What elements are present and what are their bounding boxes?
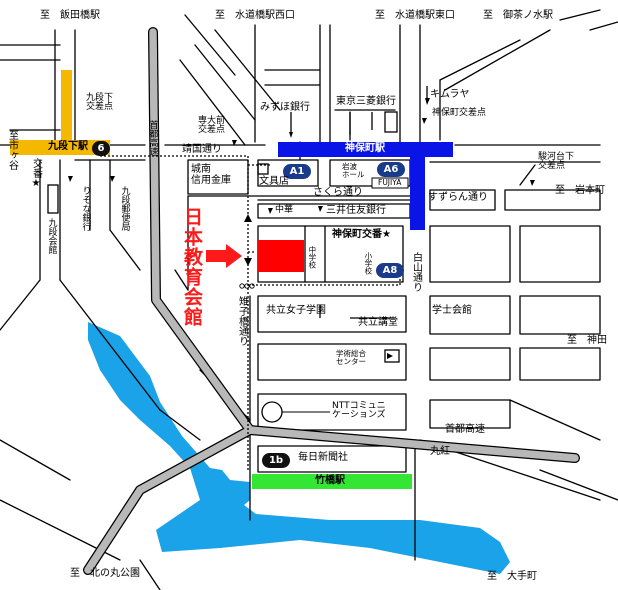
kudanshita-line-vertical [61, 70, 72, 152]
yasukuni-street-label: 靖国通り [182, 144, 222, 155]
gakushi-label: 学士会館 [432, 305, 472, 316]
sendaimae-intersection-label: 専大前 交差点 [198, 116, 226, 136]
mizuho-marker-icon [289, 132, 293, 138]
nii-marker-icon [387, 353, 393, 359]
kyoritsu-school-label: 共立女子学園 [266, 305, 326, 316]
mufg-label: 東京三菱銀行 [336, 96, 396, 107]
suzuran-street-label: すずらん通り [428, 192, 488, 203]
mizuho-label: みずほ銀行 [260, 102, 310, 113]
hakusan-street-label: 白山通り [410, 252, 422, 292]
mufg-building [384, 111, 398, 133]
destination-arrow-icon [206, 244, 242, 268]
surugadai-marker-icon [530, 180, 535, 186]
kimuraya-marker-icon [425, 98, 430, 105]
chuka-label: 中華 [275, 205, 294, 215]
marubeni-label: 丸紅 [430, 446, 450, 457]
direction-iwamotocho: 至 岩本町 [555, 185, 605, 196]
resona-marker-icon [68, 176, 73, 182]
shuto-horizontal-label: 首都高速 [445, 424, 485, 435]
kyoritsu-hall-label: 共立講堂 [358, 317, 398, 328]
post-label: 九段郵便局 [119, 186, 130, 231]
direction-ichigaya: 至市ヶ谷 [6, 130, 18, 170]
kudanshita-station-bar [10, 140, 110, 155]
koban-label: 神保町交番★ [332, 229, 391, 240]
kudan-kaikan-box [47, 184, 59, 214]
takebashi-station-bar [252, 474, 412, 489]
nii-label: 学術総合 センター [336, 349, 366, 366]
jimbocho-line-vertical [410, 142, 425, 230]
takebashi-station-label: 竹橋駅 [315, 475, 345, 486]
mainichi-label: 毎日新聞社 [298, 452, 348, 463]
direction-suidobashi-west: 至 水道橋駅西口 [215, 10, 295, 21]
johnan-label: 城南 信用金庫 [191, 164, 231, 186]
exit-1b-badge: 1b [262, 453, 290, 468]
kimuraya-label: キムラヤ [430, 89, 470, 100]
jimbocho-station-label: 神保町駅 [345, 143, 385, 154]
ntt-building-icon [261, 401, 283, 423]
kijibashi-street-label: 雉子橋通り [236, 296, 248, 346]
sendaimae-marker-icon [232, 140, 237, 146]
sumitomo-marker-icon [318, 206, 323, 212]
elem-label: 小学校 [363, 252, 373, 275]
direction-kanda: 至 神田 [567, 335, 607, 346]
kudanshita-intersection-label: 九段下 交差点 [86, 93, 114, 113]
resona-label: りそな銀行 [80, 186, 91, 231]
bunguten-label: 文具店 [259, 176, 289, 187]
sakura-street-label: さくら通り [313, 187, 363, 198]
route-arrow-up-icon [244, 214, 252, 222]
route-arrow-down-icon [244, 258, 252, 266]
direction-ochanomizu: 至 御茶ノ水駅 [483, 10, 553, 21]
walking-route [100, 155, 401, 470]
exit-a1-badge: A1 [283, 164, 311, 179]
kaikan-label: 九段会館 [46, 218, 57, 254]
ntt-label: NTTコミュニ ケーションズ [332, 401, 386, 421]
koban-west-label: 交番★ [30, 158, 42, 189]
fujiya-label: FUJIYA [378, 178, 402, 187]
surugadai-intersection-label: 駿河台下 交差点 [538, 152, 575, 172]
exit-6-badge: 6 [92, 141, 110, 156]
direction-otemachi: 至 大手町 [487, 571, 537, 582]
exit-a6-badge: A6 [377, 162, 405, 177]
bunguten-box [257, 163, 269, 175]
exit-a8-badge: A8 [376, 263, 404, 278]
sumitomo-label: 三井住友銀行 [326, 205, 386, 216]
kudanshita-station-label: 九段下駅 [48, 141, 88, 152]
jimbocho-station-bar [278, 142, 453, 157]
moat-water [88, 322, 510, 574]
post-marker-icon [110, 176, 115, 182]
jimbocho-intersection-label: 神保町交差点 [432, 108, 487, 118]
jhs-label: 中学校 [307, 246, 317, 269]
fujiya-box [371, 177, 409, 189]
direction-iidabashi: 至 飯田橋駅 [40, 10, 100, 21]
chuka-marker-icon [268, 208, 273, 214]
destination-building [258, 240, 304, 272]
jimbocho-intersection-marker-icon [422, 118, 427, 124]
shuto-vertical-label: 首都高速 [147, 120, 158, 156]
iwanami-label: 岩波 ホール [342, 162, 365, 179]
destination-title: 日本教育会館 [181, 207, 203, 327]
direction-kitanomaru: 至 北の丸公園 [70, 568, 140, 579]
direction-suidobashi-east: 至 水道橋駅東口 [375, 10, 455, 21]
